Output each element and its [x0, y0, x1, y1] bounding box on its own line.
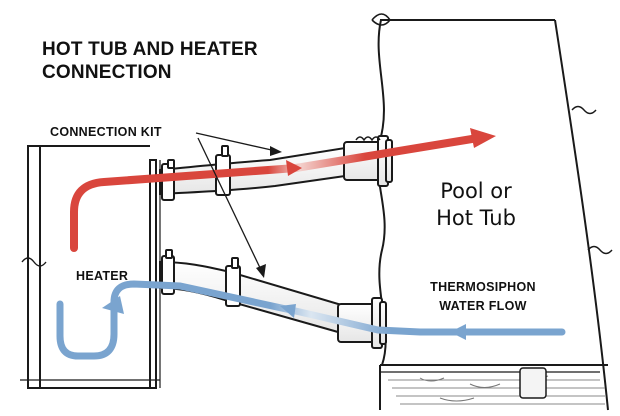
connection-kit-label: CONNECTION KIT: [50, 125, 162, 139]
diagram-title: HOT TUB AND HEATER CONNECTION: [42, 38, 258, 84]
diagram-title-line1: HOT TUB AND HEATER: [42, 39, 258, 60]
diagram-title-line2: CONNECTION: [42, 62, 172, 83]
lower-pipe: [159, 249, 387, 349]
pool-label: Pool or Hot Tub: [426, 178, 526, 232]
pool-label-line2: Hot Tub: [436, 206, 516, 230]
pool-label-line1: Pool or: [440, 179, 512, 203]
hot-water-flow-arrow: [70, 128, 496, 252]
thermosiphon-label-line2: WATER FLOW: [439, 299, 527, 313]
thermosiphon-label: THERMOSIPHON WATER FLOW: [418, 278, 548, 316]
heater-label: HEATER: [76, 269, 129, 283]
connection-kit-leaders: [195, 132, 282, 278]
thermosiphon-label-line1: THERMOSIPHON: [430, 280, 536, 294]
heater-box: [20, 145, 161, 389]
cold-water-flow-arrow: [56, 280, 566, 360]
